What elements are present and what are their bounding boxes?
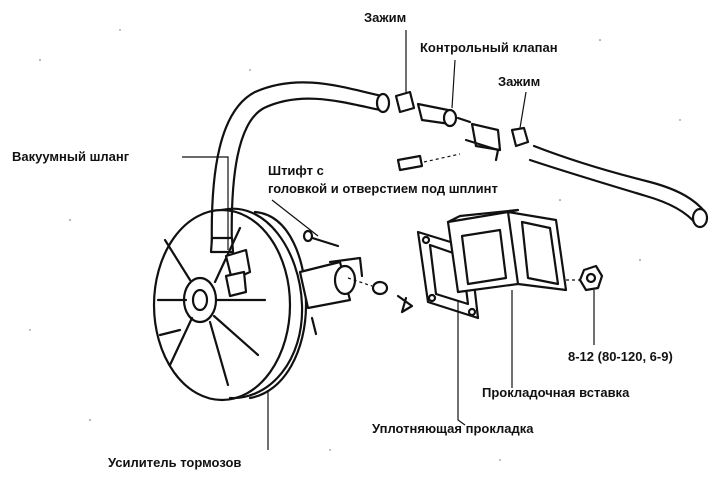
brake-booster [152, 207, 364, 402]
label-seal-gasket: Уплотняющая прокладка [372, 421, 534, 436]
background-specks [29, 29, 681, 461]
nut [566, 264, 604, 292]
label-clamp-top: Зажим [364, 10, 407, 25]
label-brake-booster: Усилитель тормозов [108, 455, 242, 470]
label-clamp-right: Зажим [498, 74, 541, 89]
label-vacuum-hose: Вакуумный шланг [12, 149, 130, 164]
label-pin-line1: Штифт с [268, 163, 324, 178]
leader-lines [182, 30, 595, 450]
clamp-top-part [394, 90, 416, 114]
label-check-valve: Контрольный клапан [420, 40, 558, 55]
label-pin-line2: головкой и отверстием под шплинт [268, 181, 498, 196]
gasket-insert [446, 208, 568, 294]
check-valve-assembly [394, 90, 709, 229]
clevis-pin [271, 199, 414, 314]
label-gasket-insert: Прокладочная вставка [482, 385, 630, 400]
label-nut-torque: 8-12 (80-120, 6-9) [568, 349, 673, 364]
